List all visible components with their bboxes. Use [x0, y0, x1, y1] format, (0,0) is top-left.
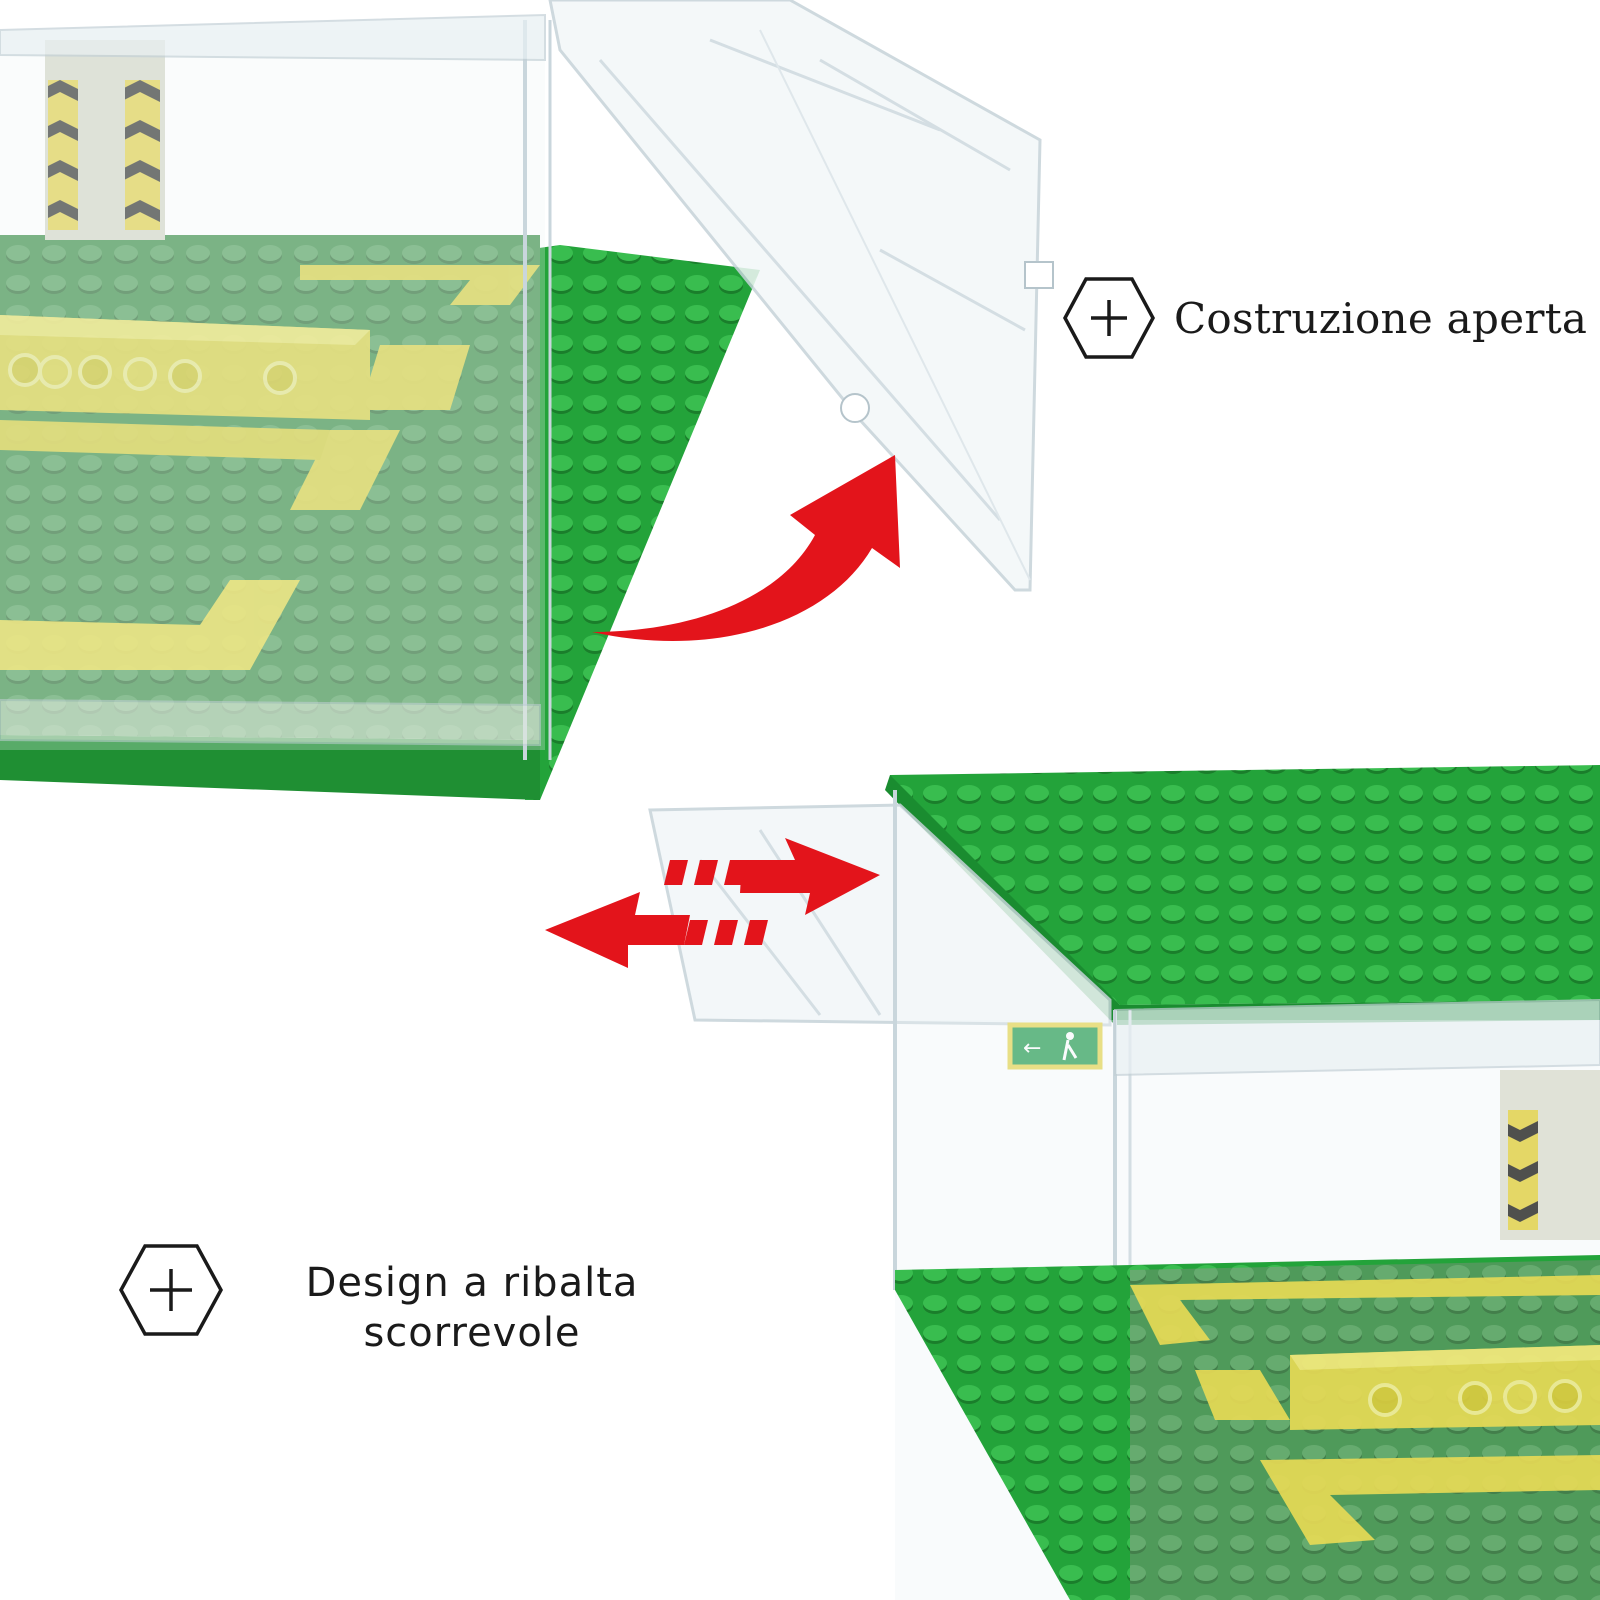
top-display-case — [0, 0, 1054, 800]
plus-hexagon-icon — [119, 1244, 223, 1336]
top-baseplate-edge — [0, 735, 540, 800]
emergency-exit-sign-icon: ← — [1007, 1022, 1103, 1070]
sliding-flip-label-line1: Design a ribalta — [305, 1260, 639, 1306]
bottom-yellow-tiles — [1130, 1275, 1600, 1545]
plus-hexagon-icon — [1063, 277, 1155, 359]
bottom-lid-studs — [890, 765, 1600, 1005]
open-construction-label: Costruzione aperta — [1174, 293, 1588, 343]
top-baseplate-side — [525, 245, 760, 800]
top-pillar-hazard-right — [125, 80, 160, 230]
top-pillar-hazard-left — [48, 80, 78, 230]
double-red-arrow-icon — [545, 838, 880, 968]
top-yellow-tiles — [0, 265, 540, 670]
sliding-flip-label-line2: scorrevole — [363, 1310, 581, 1356]
svg-text:←: ← — [1023, 1036, 1041, 1061]
bottom-display-case: ← — [545, 765, 1600, 1600]
curved-red-arrow-icon — [592, 455, 900, 641]
top-open-lid — [548, 0, 1054, 592]
callout-sliding-flip: Design a ribalta scorrevole — [282, 1258, 662, 1358]
top-acrylic-front — [0, 30, 545, 750]
callout-open-construction: Costruzione aperta — [1062, 276, 1587, 360]
